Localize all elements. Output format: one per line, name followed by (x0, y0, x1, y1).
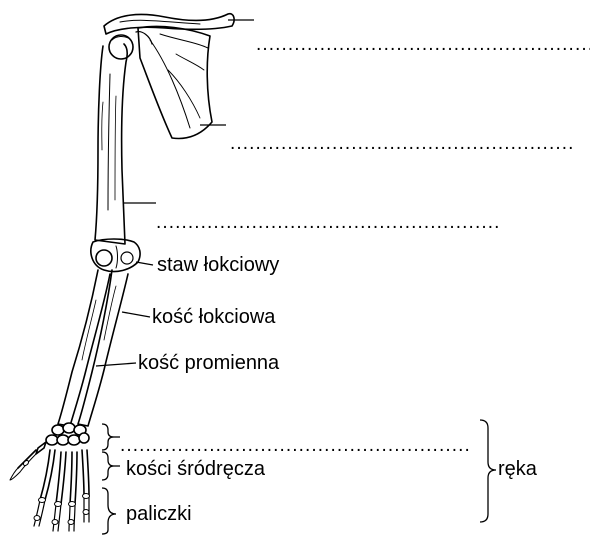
label-metacarpals: kości śródręcza (126, 458, 265, 480)
carpal-bones (46, 423, 89, 445)
blank-carpals[interactable]: ........................................… (120, 439, 472, 453)
leader-elbow (136, 262, 153, 265)
label-elbow-joint: staw łokciowy (157, 254, 279, 276)
ulna-bone (78, 270, 128, 426)
label-phalanges: paliczki (126, 503, 192, 525)
clavicle-bone (104, 14, 234, 34)
label-hand: ręka (498, 458, 537, 480)
label-ulna: kość łokciowa (152, 306, 275, 328)
blank-scapula[interactable]: ........................................… (230, 137, 572, 151)
thumb-bones (10, 442, 46, 480)
bracket-metacarpals (102, 452, 114, 480)
blank-clavicle[interactable]: ........................................… (256, 38, 590, 52)
label-radius: kość promienna (138, 352, 279, 374)
leader-ulna (122, 312, 150, 317)
leader-radius (96, 363, 136, 366)
bracket-carpals (102, 424, 114, 450)
blank-humerus[interactable]: ........................................… (156, 216, 499, 230)
humerus-bone (95, 44, 127, 244)
scapula-bone (138, 26, 212, 138)
finger-bones (34, 450, 90, 531)
bracket-phalanges (102, 488, 116, 534)
bracket-hand (480, 420, 496, 522)
